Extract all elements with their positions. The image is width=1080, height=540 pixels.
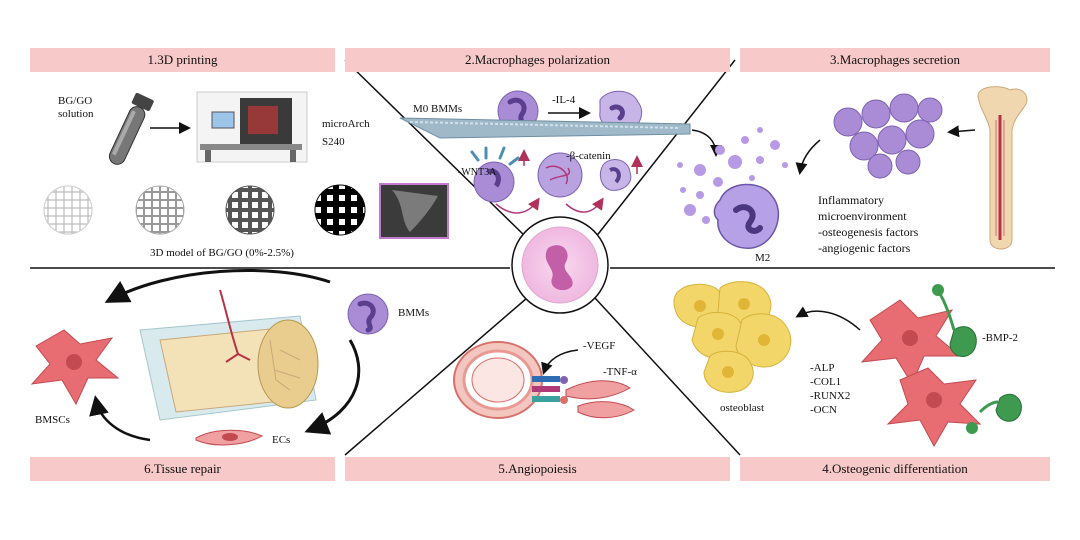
osteoblast-label: osteoblast <box>720 402 764 414</box>
panel-4-header: 4.Osteogenic differentiation <box>740 457 1050 481</box>
bmm-cell-icon <box>347 293 389 335</box>
inflam-label-1: Inflammatory <box>818 193 884 207</box>
m0-label: M0 BMMs <box>413 103 463 115</box>
ocn-label: -OCN <box>810 404 837 416</box>
bggo-label-2: solution <box>58 108 94 120</box>
wnt3a-label: -WNT3A <box>458 167 497 178</box>
endothelial-cell-panel6 <box>195 429 264 446</box>
scaffold-membrane <box>399 117 691 139</box>
bmscs-label: BMSCs <box>35 414 70 426</box>
center-macrophage-circle <box>511 216 609 314</box>
panel-1-header: 1.3D printing <box>30 48 335 72</box>
bcatenin-label: -β-catenin <box>566 150 611 162</box>
arrow-right-curve <box>304 339 361 435</box>
printer-label-2: S240 <box>322 136 345 148</box>
arrow-cluster-to-m2 <box>795 139 821 175</box>
ecs-label: ECs <box>272 434 291 446</box>
bone-icon <box>977 86 1028 250</box>
scaffold-models <box>43 183 449 239</box>
arrow-bone-to-cluster <box>947 125 976 138</box>
bmsc-cell-left <box>30 329 120 406</box>
panel-5-header: 5.Angiopoiesis <box>345 457 730 481</box>
divider-lines <box>30 59 1055 456</box>
panel-2-header: 2.Macrophages polarization <box>345 48 730 72</box>
bone-scaffold-icon <box>139 289 319 421</box>
arrow-bmsc-to-osteoblast <box>795 306 861 331</box>
secreted-factor-dots <box>677 127 788 224</box>
test-tube-icon <box>108 92 154 165</box>
receptor-icons <box>532 376 568 404</box>
col1-label: -COL1 <box>810 376 842 388</box>
model-caption: 3D model of BG/GO (0%-2.5%) <box>150 247 294 259</box>
m2-macrophage-large-icon <box>713 183 780 249</box>
blood-vessel-icon <box>453 341 543 419</box>
arrow-vegf <box>541 349 579 375</box>
bmp2-protein-icon <box>932 284 1022 434</box>
arrow-top-curve <box>104 268 331 303</box>
wnt-pathway-cells <box>470 146 643 214</box>
m2-label: M2 <box>755 252 771 264</box>
inflam-label-2: microenvironment <box>818 209 907 223</box>
inflam-label-3: -osteogenesis factors <box>818 225 919 239</box>
osteoblast-cells <box>673 281 792 393</box>
panel-3-header: 3.Macrophages secretion <box>740 48 1050 72</box>
il4-label: -IL-4 <box>552 94 576 106</box>
endothelial-cells-panel5 <box>565 380 635 419</box>
bggo-label-1: BG/GO <box>58 95 93 107</box>
runx2-label: -RUNX2 <box>810 390 851 402</box>
macrophage-cluster <box>833 93 943 179</box>
panel-6-header: 6.Tissue repair <box>30 457 335 481</box>
printer-icon <box>196 91 308 163</box>
tnf-label: -TNF-α <box>603 366 637 378</box>
inflam-label-4: -angiogenic factors <box>818 241 911 255</box>
bmsc-cells-right <box>860 299 982 448</box>
arrow-to-secretion <box>691 129 722 157</box>
bmp2-label: -BMP-2 <box>982 332 1019 344</box>
arrow-left-curve <box>89 395 151 442</box>
bmms-label: BMMs <box>398 307 430 319</box>
alp-label: -ALP <box>810 362 835 374</box>
printer-label-1: microArch <box>322 118 370 130</box>
vegf-label: -VEGF <box>583 340 616 352</box>
